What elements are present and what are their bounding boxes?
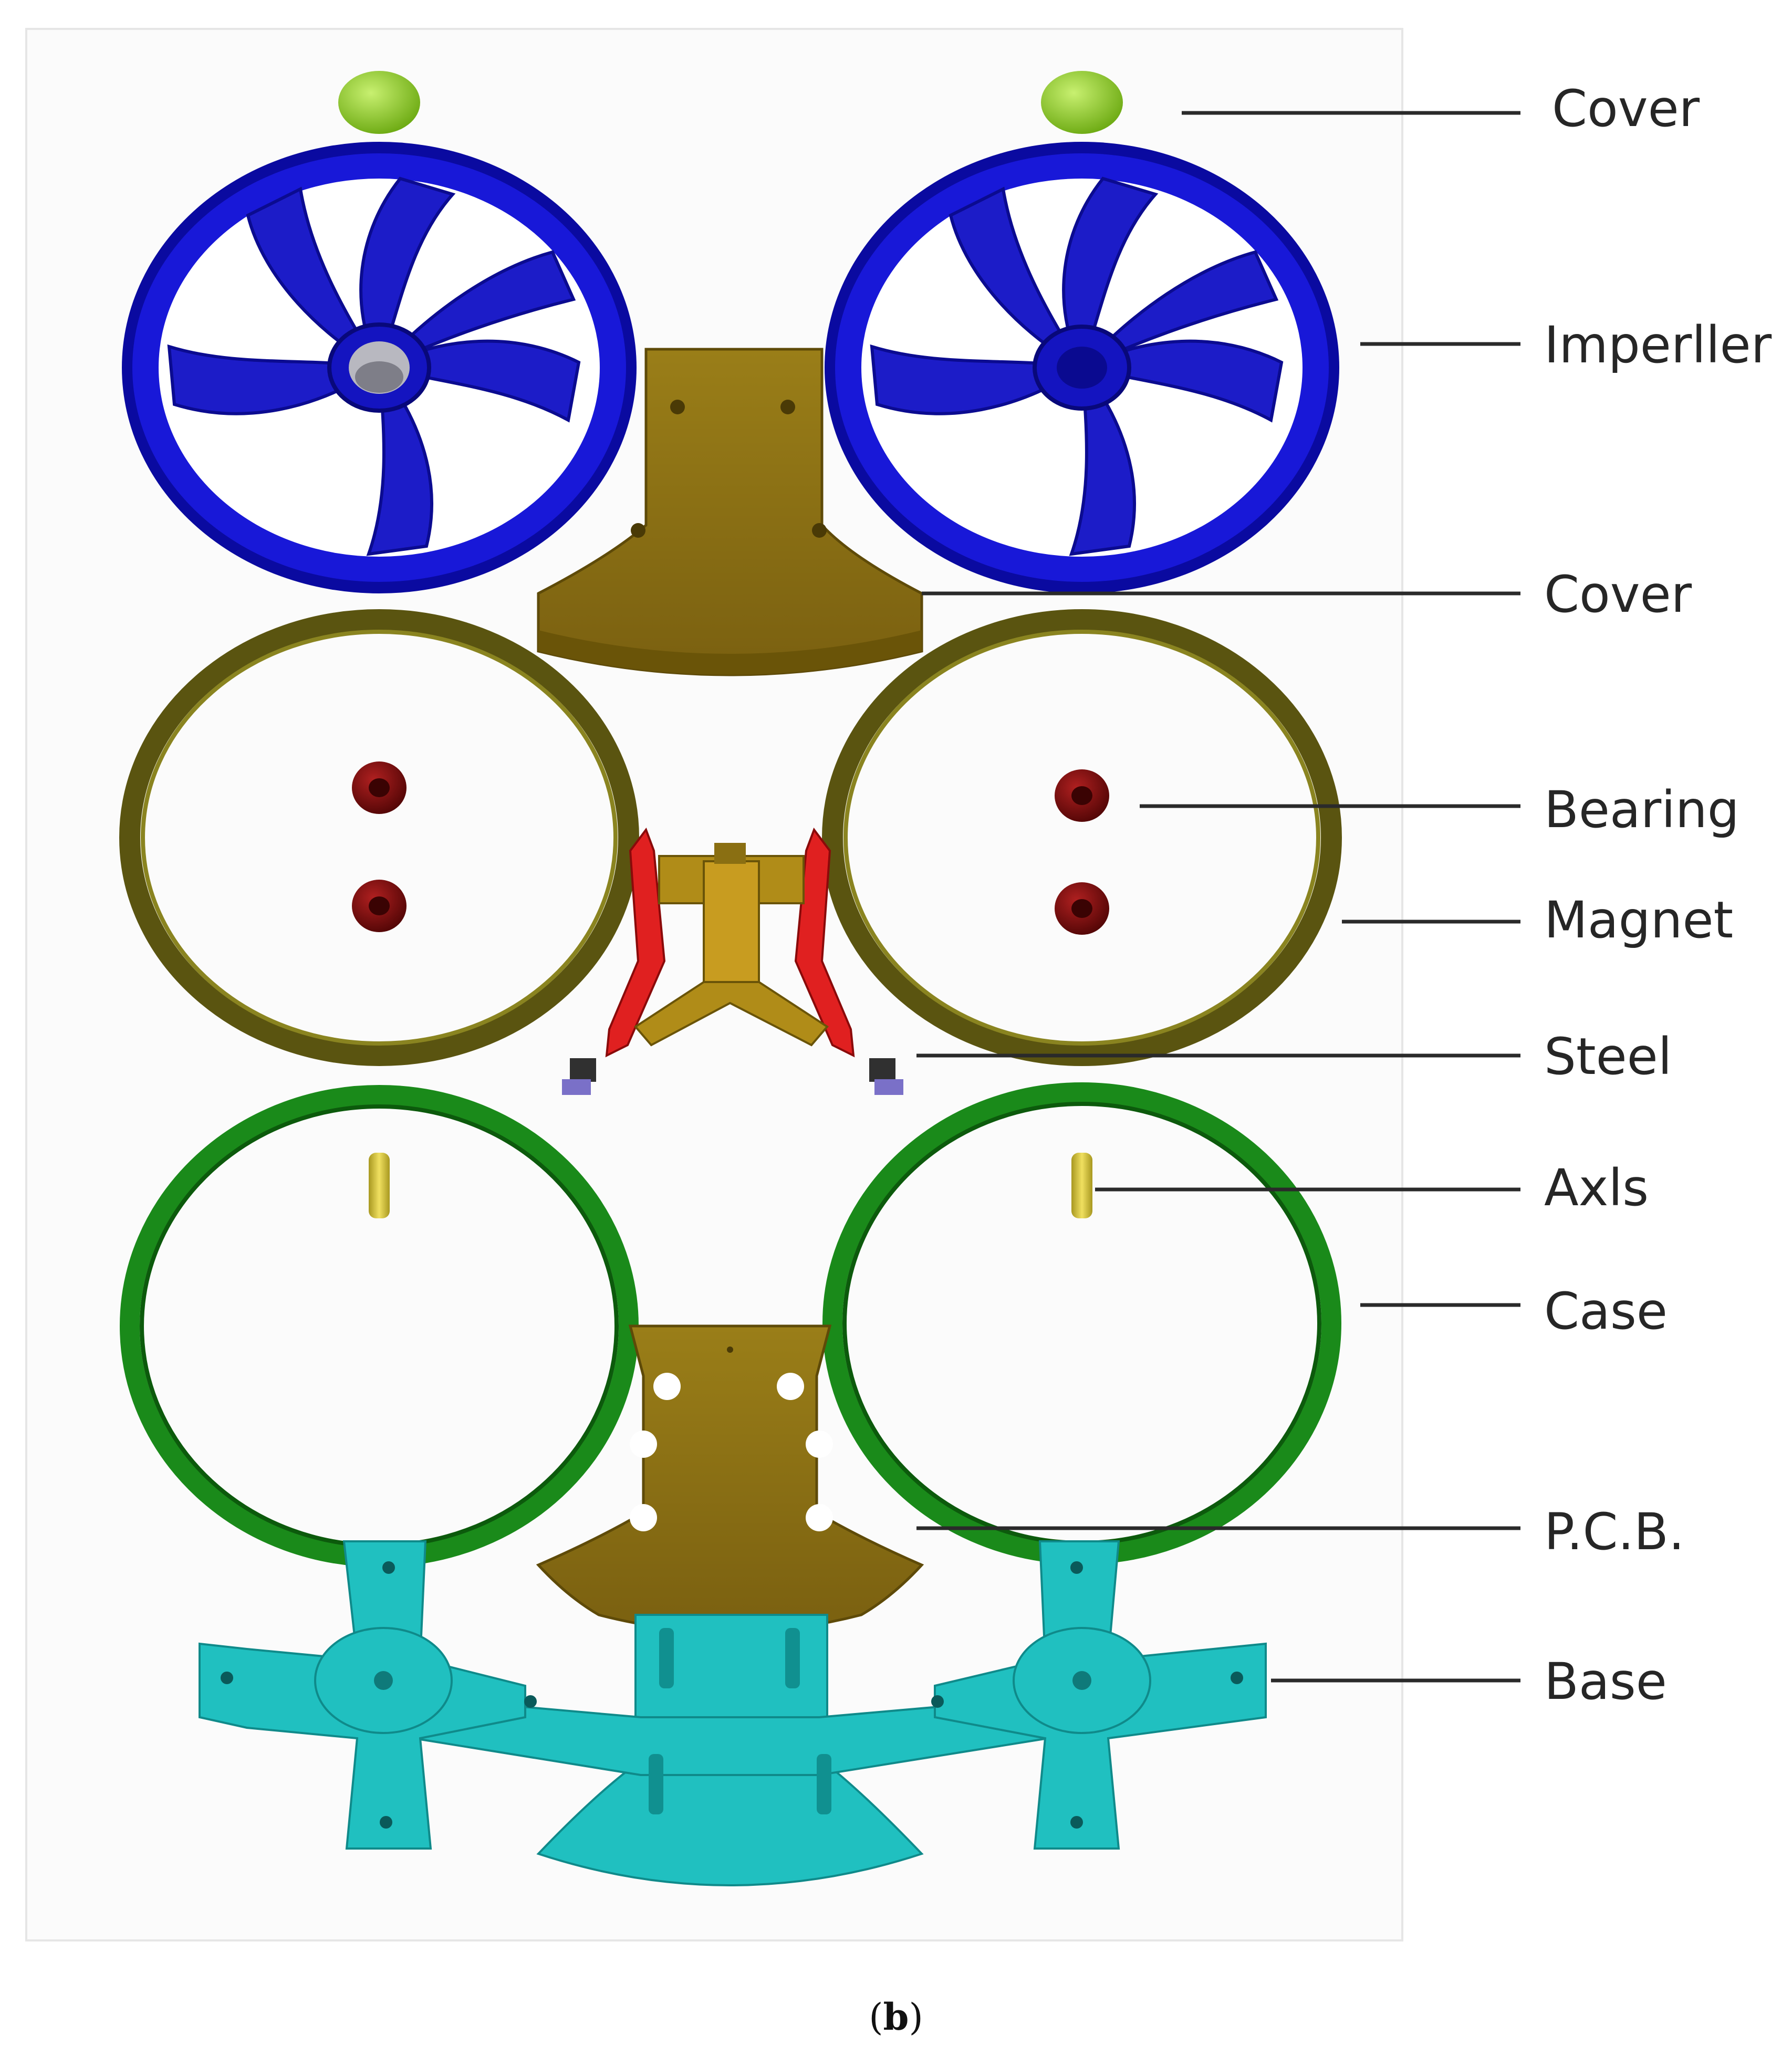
label-case: Case [1544,1282,1668,1341]
cover-cap-right [1041,71,1123,134]
magnet-ring-left [119,609,639,1066]
label-steel: Steel [1544,1027,1672,1086]
base-frame [199,1540,1267,1886]
cover-cap-left [338,71,420,134]
impeller-left [122,142,637,593]
bearings-group [352,761,1109,935]
cover-plate [537,348,923,676]
callout-labels: Cover Imperller Cover Bearing Magnet Ste… [1544,79,1772,1711]
pcb-board [536,1324,924,1633]
label-base: Base [1544,1652,1667,1711]
label-cover-top: Cover [1552,79,1700,138]
caption-letter: b [883,1995,909,2039]
label-impeller: Imperller [1544,316,1772,374]
steel-gripper [562,827,903,1095]
base-details [221,1561,1243,1829]
label-bearing: Bearing [1544,780,1739,839]
leader-lines [916,111,1520,1683]
caption-open-paren: ( [869,1996,883,2039]
cover-caps-group [338,71,1123,134]
caption-close-paren: ) [909,1996,923,2039]
axles-group [369,1153,1092,1218]
figure-caption: (b) [869,1995,923,2039]
label-cover-mid: Cover [1544,565,1692,624]
label-axls: Axls [1544,1158,1649,1217]
label-magnet: Magnet [1544,891,1733,949]
label-pcb: P.C.B. [1544,1502,1684,1561]
impeller-right [825,142,1339,593]
